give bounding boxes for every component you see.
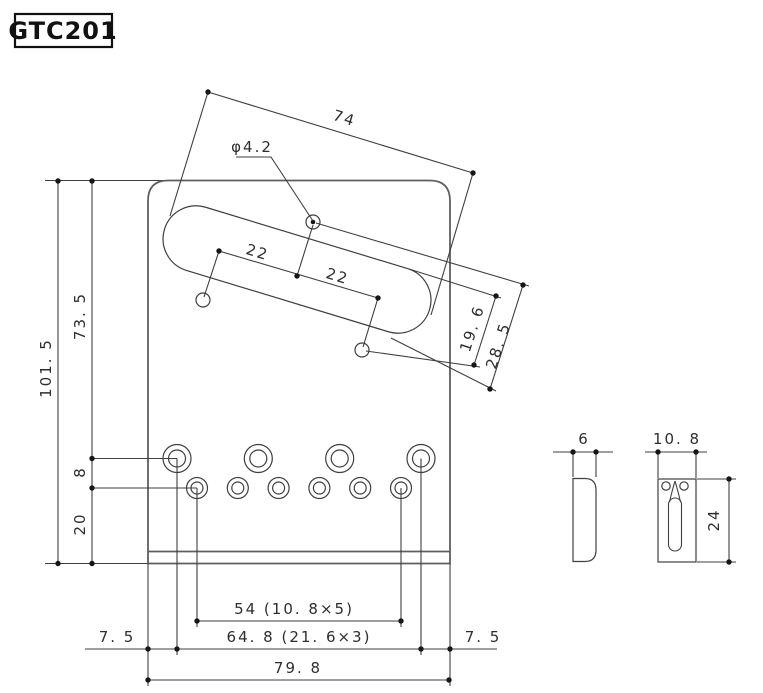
dim-left-edge-margin-label: 7. 5	[99, 628, 136, 646]
dim-row-gap-label: 8	[71, 466, 89, 478]
saddle-screw-hole-right	[679, 481, 689, 491]
dim-bottom-rows: 54 (10. 8×5) 7. 5 64. 8 (21. 6×3) 7. 5 7…	[85, 458, 502, 686]
saddle-screw-holes	[162, 443, 436, 474]
side-profile-outline	[572, 477, 597, 563]
dim-string-hole-span-label: 54 (10. 8×5)	[234, 600, 354, 618]
dim-route-offset-a-label: 19. 6	[456, 303, 488, 354]
saddle-outline	[657, 478, 697, 563]
saddle-top-view: 10. 8 24	[645, 430, 736, 565]
bridge-plate	[45, 179, 451, 565]
pickup-route	[162, 205, 432, 334]
saddle-slot	[667, 497, 683, 552]
dim-pickup-hole-spacing: 22 22	[203, 224, 381, 348]
part-code-box: GTC201	[8, 12, 117, 49]
dim-right-edge-margin-label: 7. 5	[465, 628, 502, 646]
string-holes	[185, 476, 413, 500]
dim-total-height-label: 101. 5	[37, 338, 55, 398]
dim-route-offset-b-label: 28. 5	[482, 320, 514, 371]
part-code-frame	[13, 12, 114, 49]
pickup-mount-hole-right	[354, 342, 370, 358]
center-hole-mark	[310, 219, 316, 225]
part-code-label: GTC201	[8, 17, 117, 45]
center-hole	[305, 214, 321, 230]
dim-total-width-label: 79. 8	[274, 659, 322, 677]
dim-height-to-screw-row-label: 73. 5	[71, 292, 89, 340]
dim-screw-hole-span-label: 64. 8 (21. 6×3)	[227, 628, 372, 646]
saddle-screw-hole-left	[661, 481, 671, 491]
dim-left-column: 101. 5 73. 5 8 20	[37, 178, 197, 567]
dim-bottom-margin-label: 20	[71, 512, 89, 535]
pickup-mount-hole-left	[195, 292, 211, 308]
dim-route-length: 74	[169, 89, 476, 316]
dim-thickness-label: 6	[578, 430, 590, 448]
dim-route-length-label: 74	[331, 106, 358, 130]
center-hole-callout: φ4.2	[231, 138, 321, 230]
dim-saddle-height-label: 24	[705, 508, 723, 531]
center-hole-dia-label: φ4.2	[231, 138, 273, 156]
dim-saddle-width-label: 10. 8	[653, 430, 701, 448]
center-hole-leader	[236, 156, 314, 222]
dim-route-offsets: 19. 6 28. 5	[315, 222, 530, 392]
dim-pickup-spacing-a-label: 22	[244, 240, 271, 264]
pickup-route-slot	[162, 205, 432, 334]
plate-outline	[147, 179, 451, 565]
pickup-mount-holes	[195, 292, 370, 358]
saddle-side-view: 6	[553, 430, 613, 563]
dim-pickup-spacing-b-label: 22	[324, 264, 351, 288]
